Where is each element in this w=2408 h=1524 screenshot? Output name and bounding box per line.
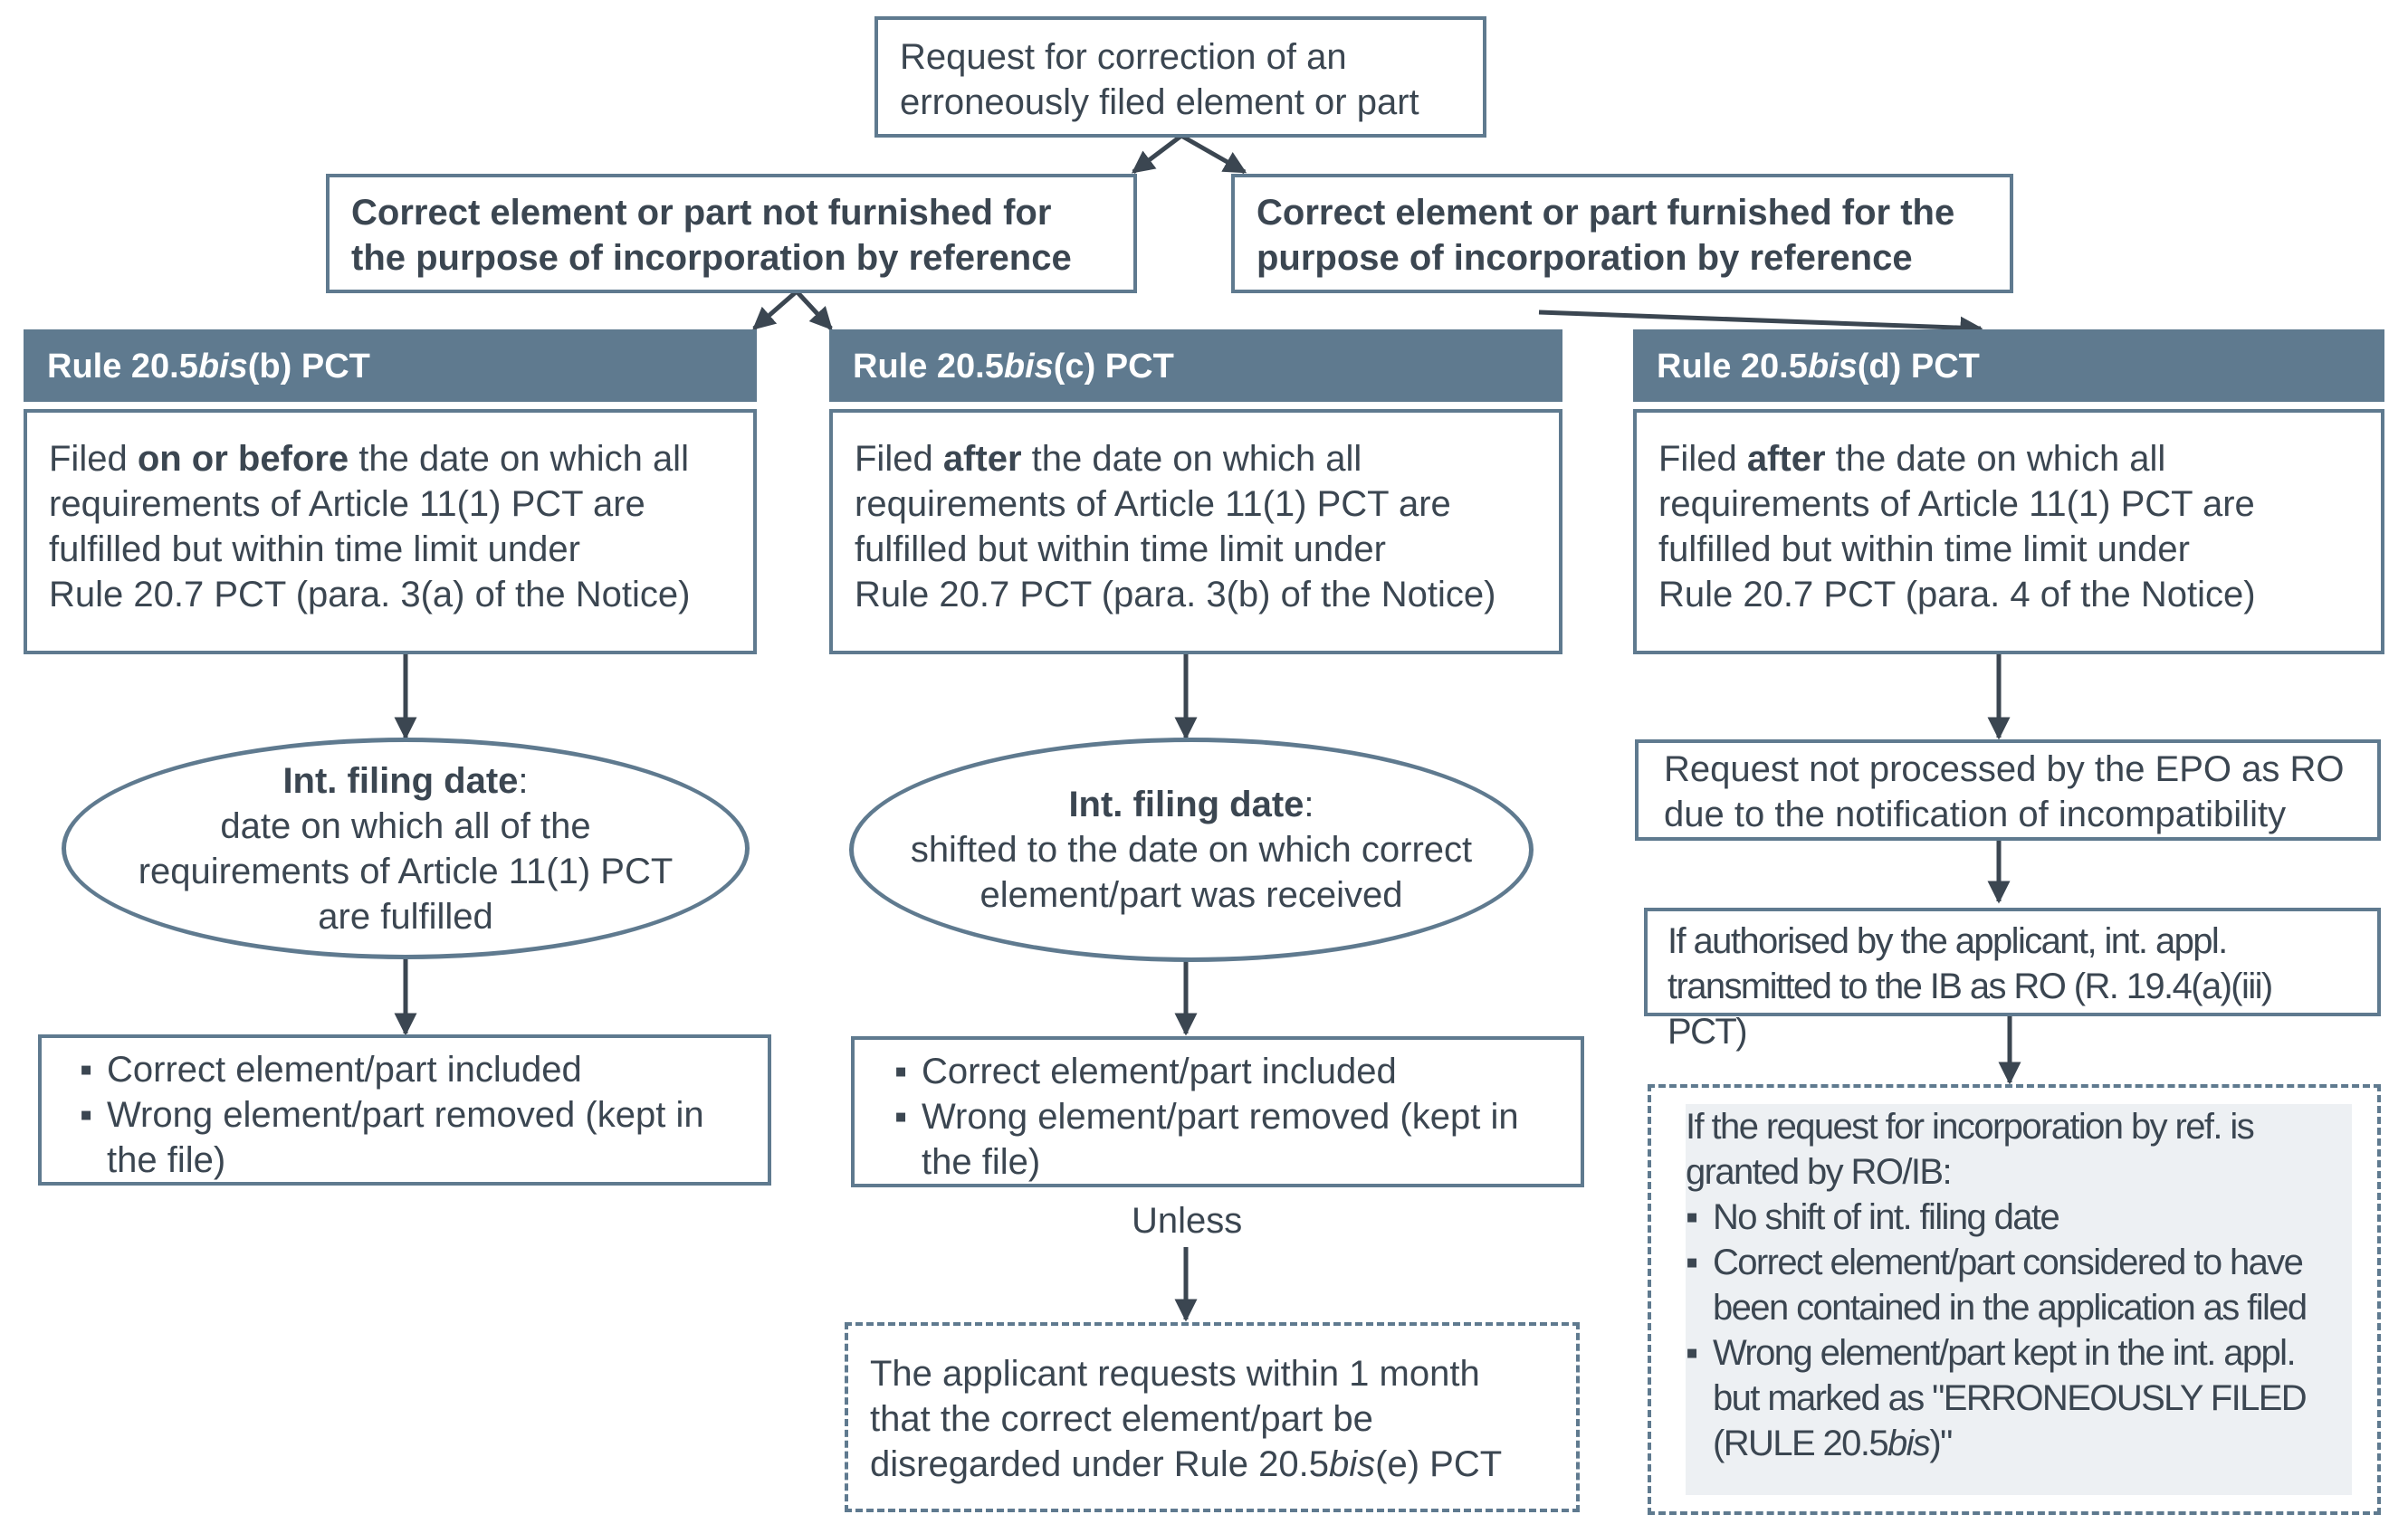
header-rule-b: Rule 20.5bis(b) PCT <box>24 329 757 402</box>
arrow-top-to-left <box>1133 136 1181 172</box>
branch-right-line-2: purpose of incorporation by reference <box>1257 235 1988 281</box>
granted-bullet-3: Wrong element/part kept in the int. appl… <box>1713 1330 2352 1376</box>
granted-bullet-2: Correct element/part considered to have <box>1713 1240 2352 1285</box>
authorised-transmitted-box: If authorised by the applicant, int. app… <box>1644 908 2381 1016</box>
filing-date-ellipse-b: Int. filing date: date on which all of t… <box>62 738 750 959</box>
result-box-b: Correct element/part included Wrong elem… <box>38 1034 771 1186</box>
filing-date-ellipse-c: Int. filing date: shifted to the date on… <box>849 738 1534 962</box>
top-request-box: Request for correction of an erroneously… <box>874 16 1486 138</box>
top-line-2: erroneously filed element or part <box>900 80 1461 125</box>
arrow-left-to-b <box>754 291 797 329</box>
not-processed-box: Request not processed by the EPO as RO d… <box>1635 739 2381 841</box>
applicant-request-box: The applicant requests within 1 month th… <box>845 1322 1580 1512</box>
result-b-bullet-1: Correct element/part included <box>107 1047 750 1092</box>
unless-label: Unless <box>1132 1198 1242 1243</box>
result-c-bullet-1: Correct element/part included <box>922 1049 1561 1094</box>
arrow-right-to-d <box>1539 312 1981 329</box>
top-line-1: Request for correction of an <box>900 34 1461 80</box>
arrow-left-to-c <box>797 291 831 329</box>
header-rule-c: Rule 20.5bis(c) PCT <box>829 329 1562 402</box>
branch-not-furnished-box: Correct element or part not furnished fo… <box>326 174 1137 293</box>
result-b-bullet-2: Wrong element/part removed (kept in <box>107 1092 750 1138</box>
filed-box-c: Filed after the date on which all requir… <box>829 409 1562 654</box>
result-c-bullet-2: Wrong element/part removed (kept in <box>922 1094 1561 1139</box>
result-box-c: Correct element/part included Wrong elem… <box>851 1036 1584 1187</box>
filed-box-b: Filed on or before the date on which all… <box>24 409 757 654</box>
branch-left-line-2: the purpose of incorporation by referenc… <box>351 235 1112 281</box>
granted-bullet-1: No shift of int. filing date <box>1713 1195 2352 1240</box>
header-rule-d: Rule 20.5bis(d) PCT <box>1633 329 2384 402</box>
branch-furnished-box: Correct element or part furnished for th… <box>1231 174 2013 293</box>
branch-right-line-1: Correct element or part furnished for th… <box>1257 190 1988 235</box>
arrow-top-to-right <box>1181 136 1245 172</box>
branch-left-line-1: Correct element or part not furnished fo… <box>351 190 1112 235</box>
filed-box-d: Filed after the date on which all requir… <box>1633 409 2384 654</box>
granted-box: If the request for incorporation by ref.… <box>1648 1084 2381 1515</box>
